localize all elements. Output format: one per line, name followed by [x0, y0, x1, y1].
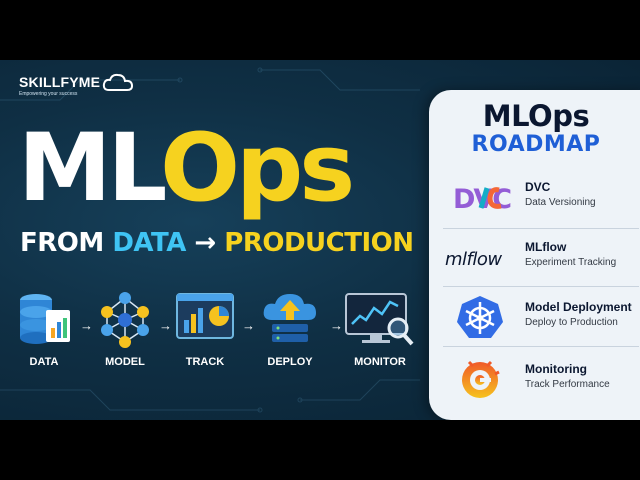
pipeline-arrow: →: [330, 318, 343, 333]
pipeline-step-data: DATA: [8, 290, 80, 368]
roadmap-item-dvc: DVC DVC Data Versioning: [439, 170, 639, 224]
monitor-magnifier-icon: [345, 293, 414, 346]
divider: [443, 346, 639, 347]
database-document-icon: [20, 294, 70, 344]
step-label: DEPLOY: [267, 356, 313, 368]
subline-data: DATA: [112, 228, 186, 258]
pipeline-arrow: →: [242, 318, 255, 333]
step-label: MONITOR: [354, 356, 406, 368]
brand-name: SKILLFYME: [19, 74, 101, 90]
roadmap-item-mlflow: mlflow MLflow Experiment Tracking: [439, 230, 639, 284]
tool-description: Track Performance: [525, 379, 610, 390]
tool-name: MLflow: [525, 240, 567, 254]
roadmap-item-deployment: Model Deployment Deploy to Production: [439, 290, 639, 344]
step-label: DATA: [29, 356, 59, 368]
headline-ops: Ops: [160, 114, 355, 223]
roadmap-title: MLOps ROADMAP: [461, 100, 611, 158]
tool-name: DVC: [525, 180, 551, 194]
brand-logo: SKILLFYME Empowering your success: [19, 73, 134, 97]
divider: [443, 286, 639, 287]
grafana-icon: [462, 360, 500, 398]
mlflow-logo-text: mlflow: [445, 249, 502, 270]
pipeline-step-track: TRACK: [169, 290, 241, 368]
roadmap-subheading: ROADMAP: [471, 132, 601, 157]
roadmap-heading: MLOps: [482, 99, 590, 133]
roadmap-item-monitoring: Monitoring Track Performance: [439, 352, 639, 406]
divider: [443, 228, 639, 229]
dashboard-chart-icon: [176, 293, 234, 339]
thumbnail: SKILLFYME Empowering your success MLOps …: [0, 60, 640, 420]
step-label: MODEL: [105, 356, 145, 368]
mlflow-logo: mlflow: [445, 249, 503, 270]
cloud-icon: [102, 73, 134, 91]
brand-tagline: Empowering your success: [19, 91, 78, 97]
neural-network-icon: [101, 292, 149, 348]
dvc-logo: DVC: [453, 184, 513, 215]
background-circuit-lines: [0, 67, 420, 413]
pipeline-step-deploy: DEPLOY: [254, 290, 326, 368]
pipeline-arrow: →: [80, 318, 93, 333]
tool-description: Experiment Tracking: [525, 257, 617, 268]
tool-description: Data Versioning: [525, 197, 596, 208]
subline-production: PRODUCTION: [224, 228, 414, 258]
pipeline-arrow: →: [159, 318, 172, 333]
roadmap-panel: MLOps ROADMAP DVC DVC Data Versioning ml…: [429, 90, 640, 420]
headline-ml: ML: [18, 114, 164, 223]
kubernetes-icon: [457, 296, 503, 338]
subheadline: FROM DATA → PRODUCTION: [20, 228, 414, 258]
cloud-upload-server-icon: [263, 294, 316, 342]
step-label: TRACK: [185, 356, 225, 368]
tool-name: Model Deployment: [525, 300, 632, 314]
main-headline: MLOps: [18, 122, 355, 216]
tool-name: Monitoring: [525, 362, 587, 376]
subline-arrow: →: [194, 228, 216, 258]
tool-description: Deploy to Production: [525, 317, 618, 328]
pipeline-step-model: MODEL: [89, 290, 161, 368]
subline-from: FROM: [20, 228, 104, 258]
pipeline-step-monitor: MONITOR: [344, 290, 416, 368]
